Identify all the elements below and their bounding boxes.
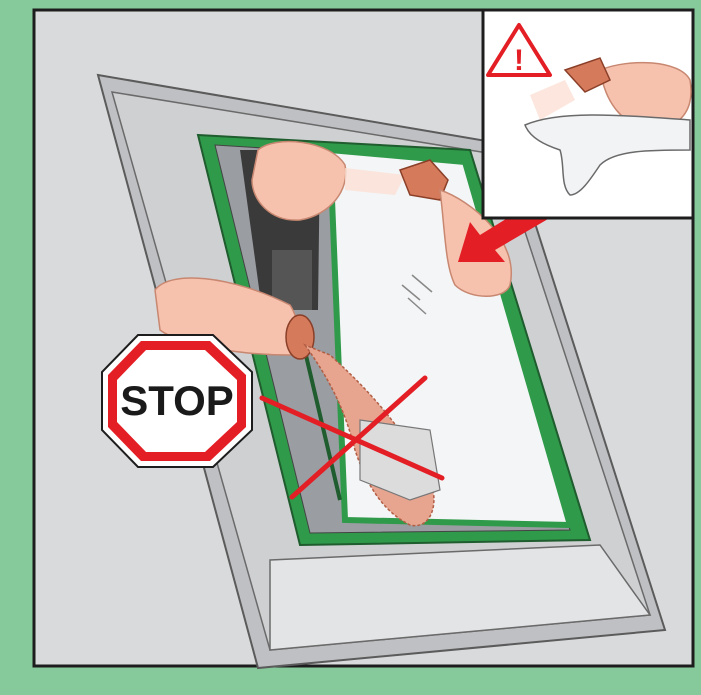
warning-symbol: !	[514, 44, 524, 77]
warning-inset: !	[483, 10, 693, 218]
stop-label: STOP	[120, 377, 234, 424]
hair-dryer-nozzle	[286, 315, 314, 359]
stop-sign-icon: STOP	[102, 335, 252, 467]
